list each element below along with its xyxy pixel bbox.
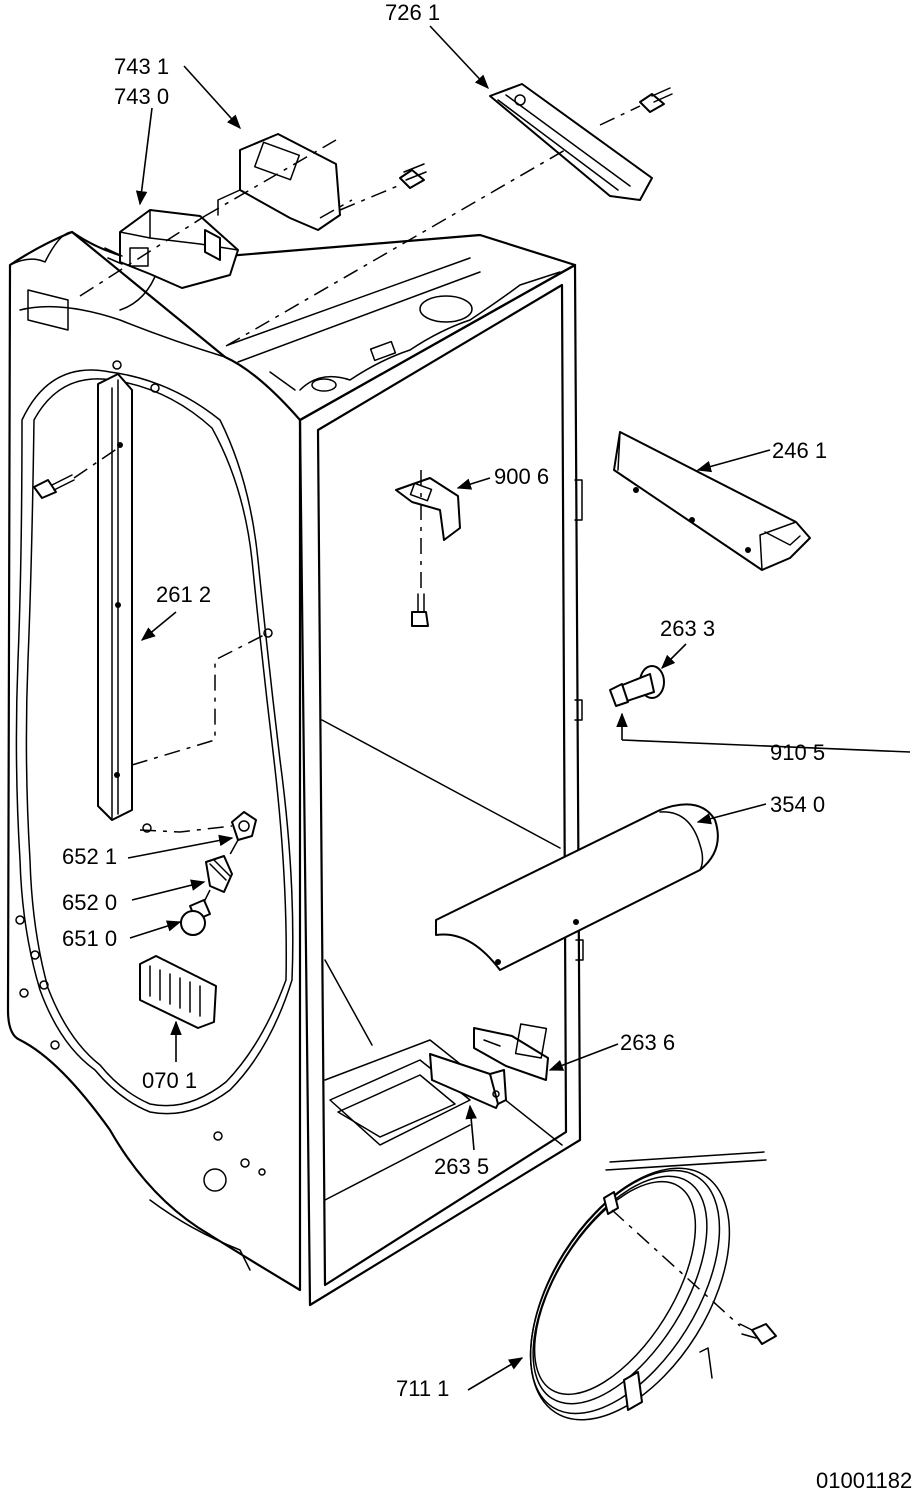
label-070-1: 070 1 <box>142 1068 197 1093</box>
rail-726-1 <box>226 84 652 346</box>
cabinet-liner <box>8 232 583 1305</box>
shelf-354-0 <box>436 804 718 970</box>
part-labels: 726 1 743 1 743 0 246 1 900 6 261 2 263 … <box>62 0 912 1493</box>
vertical-rail-261-2 <box>98 374 268 820</box>
channel-246-1 <box>614 432 810 570</box>
hinge-pin-263-3 <box>610 666 664 706</box>
bracket-263-5 <box>430 1054 506 1108</box>
label-711-1: 711 1 <box>396 1376 449 1401</box>
label-261-2: 261 2 <box>156 582 211 607</box>
label-900-6: 900 6 <box>494 464 549 489</box>
thermostat-743 <box>105 210 238 288</box>
coiled-tube-711-1 <box>490 1134 771 1454</box>
bracket-743-1 <box>80 134 352 296</box>
label-743-1: 743 1 <box>114 54 169 79</box>
light-socket-parts <box>140 812 256 935</box>
callout-arrows <box>128 26 910 1390</box>
drawing-code: 01001182 <box>816 1468 912 1493</box>
label-354-0: 354 0 <box>770 792 825 817</box>
label-263-6: 263 6 <box>620 1030 675 1055</box>
vent-070-1 <box>140 956 216 1028</box>
bracket-263-6 <box>474 1024 548 1080</box>
label-263-3: 263 3 <box>660 616 715 641</box>
label-651-0: 651 0 <box>62 926 117 951</box>
label-743-0: 743 0 <box>114 84 169 109</box>
label-652-0: 652 0 <box>62 890 117 915</box>
label-910-5: 910 5 <box>770 740 825 765</box>
label-263-5: 263 5 <box>434 1154 489 1179</box>
label-726-1: 726 1 <box>385 0 440 25</box>
screw-743 <box>340 164 426 210</box>
screw-726 <box>600 88 672 125</box>
label-246-1: 246 1 <box>772 438 827 463</box>
screw-left-rail <box>34 448 118 498</box>
screw-900-6 <box>412 594 428 626</box>
bracket-900-6 <box>396 470 460 592</box>
label-652-1: 652 1 <box>62 844 117 869</box>
screw-711 <box>612 1210 776 1344</box>
